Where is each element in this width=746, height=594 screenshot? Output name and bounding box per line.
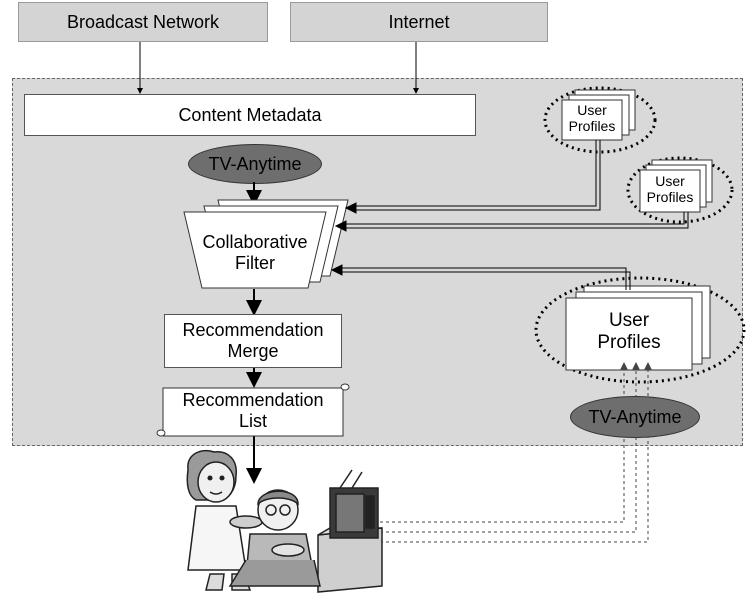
child-illustration: [228, 489, 321, 587]
user-profiles-small-1-line1: User: [577, 102, 607, 118]
recommendation-list-line1: Recommendation: [182, 390, 324, 410]
recommendation-list-scroll: [156, 383, 350, 437]
recommendation-merge-box: Recommendation Merge: [164, 314, 342, 368]
collaborative-filter-line2: Filter: [235, 252, 275, 273]
user-profiles-small-2-line1: User: [655, 173, 685, 189]
internet-box: Internet: [290, 2, 548, 42]
user-profiles-small-1-line2: Profiles: [568, 118, 616, 135]
user-profiles-small-2-label: User Profiles: [640, 173, 700, 205]
tv-anytime-bottom-label: TV-Anytime: [588, 406, 682, 427]
dotted-arrowhead-3: [644, 362, 652, 370]
user-profiles-small-2-line2: Profiles: [646, 189, 694, 206]
recommendation-merge-line2: Merge: [227, 341, 279, 361]
dotted-tv-to-profiles: [380, 368, 649, 543]
content-metadata-label: Content Metadata: [178, 104, 322, 125]
profiles-2-stack: [639, 159, 713, 213]
user-profiles-small-1-label: User Profiles: [562, 102, 622, 134]
tv-anytime-top-label: TV-Anytime: [208, 153, 302, 174]
dotted-arrowhead-2: [632, 362, 640, 370]
user-profiles-large-label: User Profiles: [566, 310, 692, 354]
profiles-2-ring: [626, 156, 734, 224]
recommendation-list-line2: List: [238, 410, 267, 431]
collaborative-filter-stack: [183, 199, 349, 289]
profiles-1-ring: [543, 86, 657, 154]
recommendation-list-label: Recommendation List: [163, 390, 343, 431]
collaborative-filter-line1: Collaborative: [202, 232, 308, 252]
dotted-arrowhead-1: [620, 362, 628, 370]
content-metadata-box: Content Metadata: [24, 94, 476, 136]
tv-anytime-bottom-oval: TV-Anytime: [570, 396, 700, 438]
user-profiles-large-line1: User: [608, 310, 650, 331]
arrow-profiles-2-to-filter: [334, 212, 689, 232]
tv-set-illustration: [317, 469, 383, 593]
internet-label: Internet: [388, 11, 450, 32]
profiles-large-stack: [565, 285, 711, 371]
collaborative-filter-label: Collaborative Filter: [186, 232, 324, 273]
profiles-large-ring: [534, 276, 746, 384]
arrow-profiles-1-to-filter: [344, 140, 601, 214]
profiles-1-stack: [561, 89, 636, 141]
broadcast-network-label: Broadcast Network: [66, 11, 220, 32]
user-profiles-large-line2: Profiles: [597, 331, 661, 353]
broadcast-network-box: Broadcast Network: [18, 2, 268, 42]
arrow-profiles-large-to-filter: [330, 264, 631, 290]
recommendation-merge-line1: Recommendation: [182, 320, 324, 341]
